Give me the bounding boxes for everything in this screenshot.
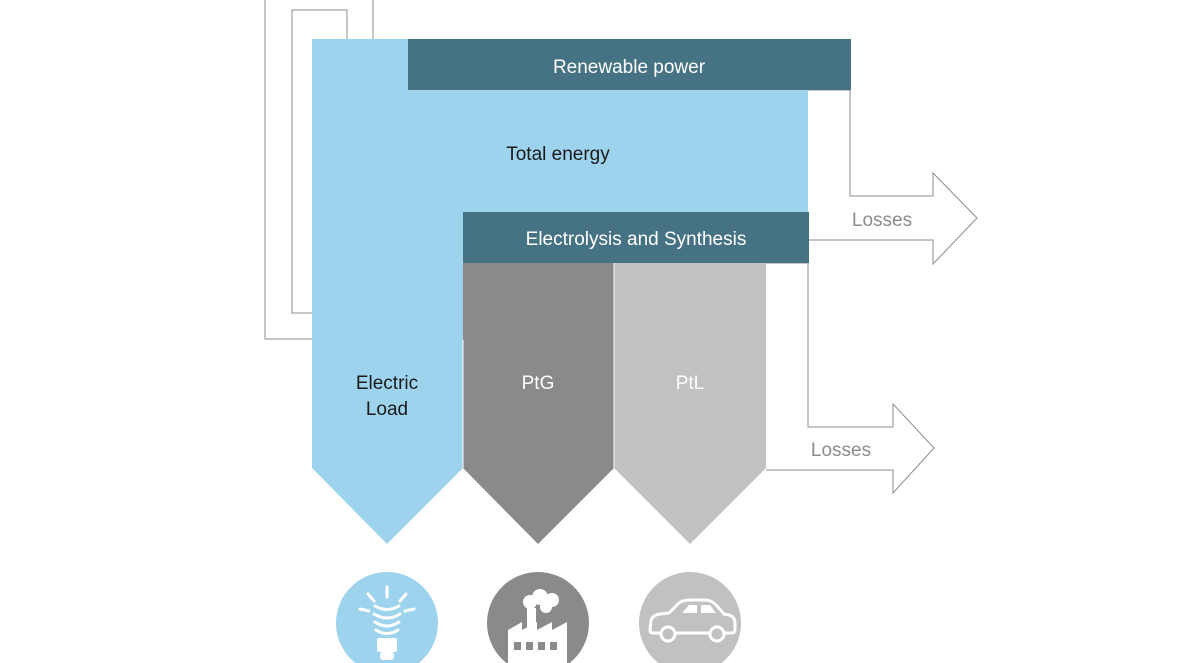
electric-load-label-line2: Load bbox=[366, 399, 408, 420]
electrolysis-synthesis-bar bbox=[463, 212, 809, 263]
light-bulb-icon bbox=[336, 572, 438, 663]
factory-icon bbox=[487, 572, 589, 663]
total-energy-block bbox=[312, 39, 808, 340]
ptl-column bbox=[614, 263, 766, 544]
losses-label-upper: Losses bbox=[852, 210, 912, 231]
renewable-power-bar bbox=[408, 39, 851, 90]
electric-load-label-line1: Electric bbox=[356, 373, 418, 394]
ptl-label: PtL bbox=[676, 373, 705, 394]
electrolysis-synthesis-label: Electrolysis and Synthesis bbox=[526, 229, 747, 250]
renewable-power-label: Renewable power bbox=[553, 57, 706, 78]
losses-label-lower: Losses bbox=[811, 440, 871, 461]
electric-load-column bbox=[312, 339, 463, 544]
car-icon bbox=[639, 572, 741, 663]
losses-arrow-lower bbox=[766, 262, 935, 495]
total-energy-label: Total energy bbox=[506, 144, 610, 165]
ptg-column bbox=[463, 263, 614, 544]
losses-arrow-upper bbox=[808, 89, 978, 266]
ptg-label: PtG bbox=[522, 373, 555, 394]
